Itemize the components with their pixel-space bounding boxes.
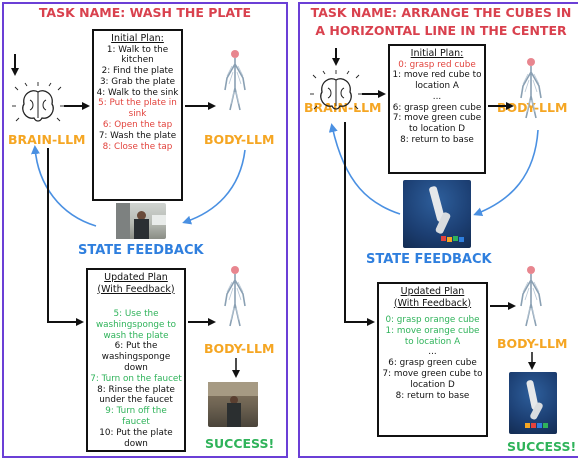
plan-step: 8: Close the tap xyxy=(102,141,173,152)
plan-step: 0: grasp red cube xyxy=(398,59,476,70)
plan-step: 7: move green cube to location D xyxy=(382,368,483,390)
right-state-feedback-label: STATE FEEDBACK xyxy=(366,252,492,267)
left-updated-plan: Updated Plan (With Feedback) 5: Use the … xyxy=(86,268,186,452)
plan-step: 6: Put the washingsponge down xyxy=(101,341,171,373)
left-body-icon-2 xyxy=(224,265,246,327)
plan-step: 6: grasp green cube xyxy=(392,102,482,113)
plan-step: ... xyxy=(428,347,437,358)
plan-step: ... xyxy=(432,91,442,102)
right-body-icon-1 xyxy=(520,57,542,119)
plan-step: 7: move green cube to location D xyxy=(392,113,482,135)
plan-step: 8: return to base xyxy=(395,390,470,401)
plan-step: 7: Turn on the faucet xyxy=(90,373,182,384)
updated-plan-heading: Updated Plan xyxy=(400,286,465,297)
plan-step: 8: Rinse the plate under the faucet xyxy=(97,384,175,406)
right-body-to-feedback-arrow xyxy=(473,129,539,217)
right-brain-to-updated-arrow xyxy=(344,122,375,326)
plan-step: 4: Walk to the sink xyxy=(96,87,179,98)
right-task-title-line1: TASK NAME: ARRANGE THE CUBES IN xyxy=(310,5,572,20)
right-feedback-to-brain-arrow xyxy=(328,123,401,215)
left-success-label: SUCCESS! xyxy=(205,436,275,451)
plan-step: 2: Find the plate xyxy=(101,66,174,77)
plan-steps: 5: Use the washingsponge to wash the pla… xyxy=(90,309,182,449)
left-body-icon-1 xyxy=(224,49,246,111)
left-feedback-scene-image xyxy=(116,203,166,239)
initial-plan-heading: Initial Plan: xyxy=(410,48,464,59)
right-feedback-robot-image xyxy=(403,180,471,248)
right-task-title-line2: A HORIZONTAL LINE IN THE CENTER xyxy=(315,23,567,38)
left-success-scene-image xyxy=(208,382,258,427)
right-success-label: SUCCESS! xyxy=(507,439,577,454)
plan-step: 7: Wash the plate xyxy=(98,130,177,141)
plan-step: 5: Put the plate in sink xyxy=(98,98,177,120)
left-brain-llm-label: BRAIN-LLM xyxy=(8,132,86,147)
plan-step: 1: move red cube to location A xyxy=(392,70,482,92)
initial-plan-heading: Initial Plan: xyxy=(111,33,164,44)
plan-step: 5: Use the washingsponge to wash the pla… xyxy=(95,309,177,341)
updated-plan-subheading: (With Feedback) xyxy=(393,297,472,309)
right-body-icon-2 xyxy=(520,265,542,327)
left-brain-to-updated-arrow xyxy=(47,148,84,326)
plan-step: 6: Open the tap xyxy=(102,120,173,131)
plan-step: 3: Grab the plate xyxy=(99,76,176,87)
plan-step: 1: Walk to the kitchen xyxy=(106,44,169,66)
left-state-feedback-label: STATE FEEDBACK xyxy=(78,243,204,258)
right-success-robot-image xyxy=(509,372,557,434)
left-task-title: TASK NAME: WASH THE PLATE xyxy=(38,5,252,20)
left-body-to-feedback-arrow xyxy=(182,149,246,225)
left-body-llm-label-2: BODY-LLM xyxy=(204,341,275,356)
plan-step: 8: return to base xyxy=(400,135,474,146)
plan-step: 10: Put the plate down xyxy=(99,427,173,449)
plan-step: 1: move orange cube to location A xyxy=(385,325,480,347)
updated-plan-subheading: (With Feedback) xyxy=(97,283,175,295)
plan-step: 9: Turn off the faucet xyxy=(105,406,167,427)
right-brain-icon xyxy=(309,69,363,110)
left-brain-icon xyxy=(11,81,65,122)
left-body-llm-label-1: BODY-LLM xyxy=(204,132,275,147)
right-body-llm-label-1: BODY-LLM xyxy=(497,100,568,115)
right-updated-plan: Updated Plan (With Feedback) 0: grasp or… xyxy=(377,282,488,437)
plan-step: 6: grasp green cube xyxy=(388,358,477,369)
updated-plan-heading: Updated Plan xyxy=(104,272,168,283)
right-body-llm-label-2: BODY-LLM xyxy=(497,336,568,351)
left-feedback-to-brain-arrow xyxy=(31,145,97,227)
plan-step: 0: grasp orange cube xyxy=(385,315,480,325)
